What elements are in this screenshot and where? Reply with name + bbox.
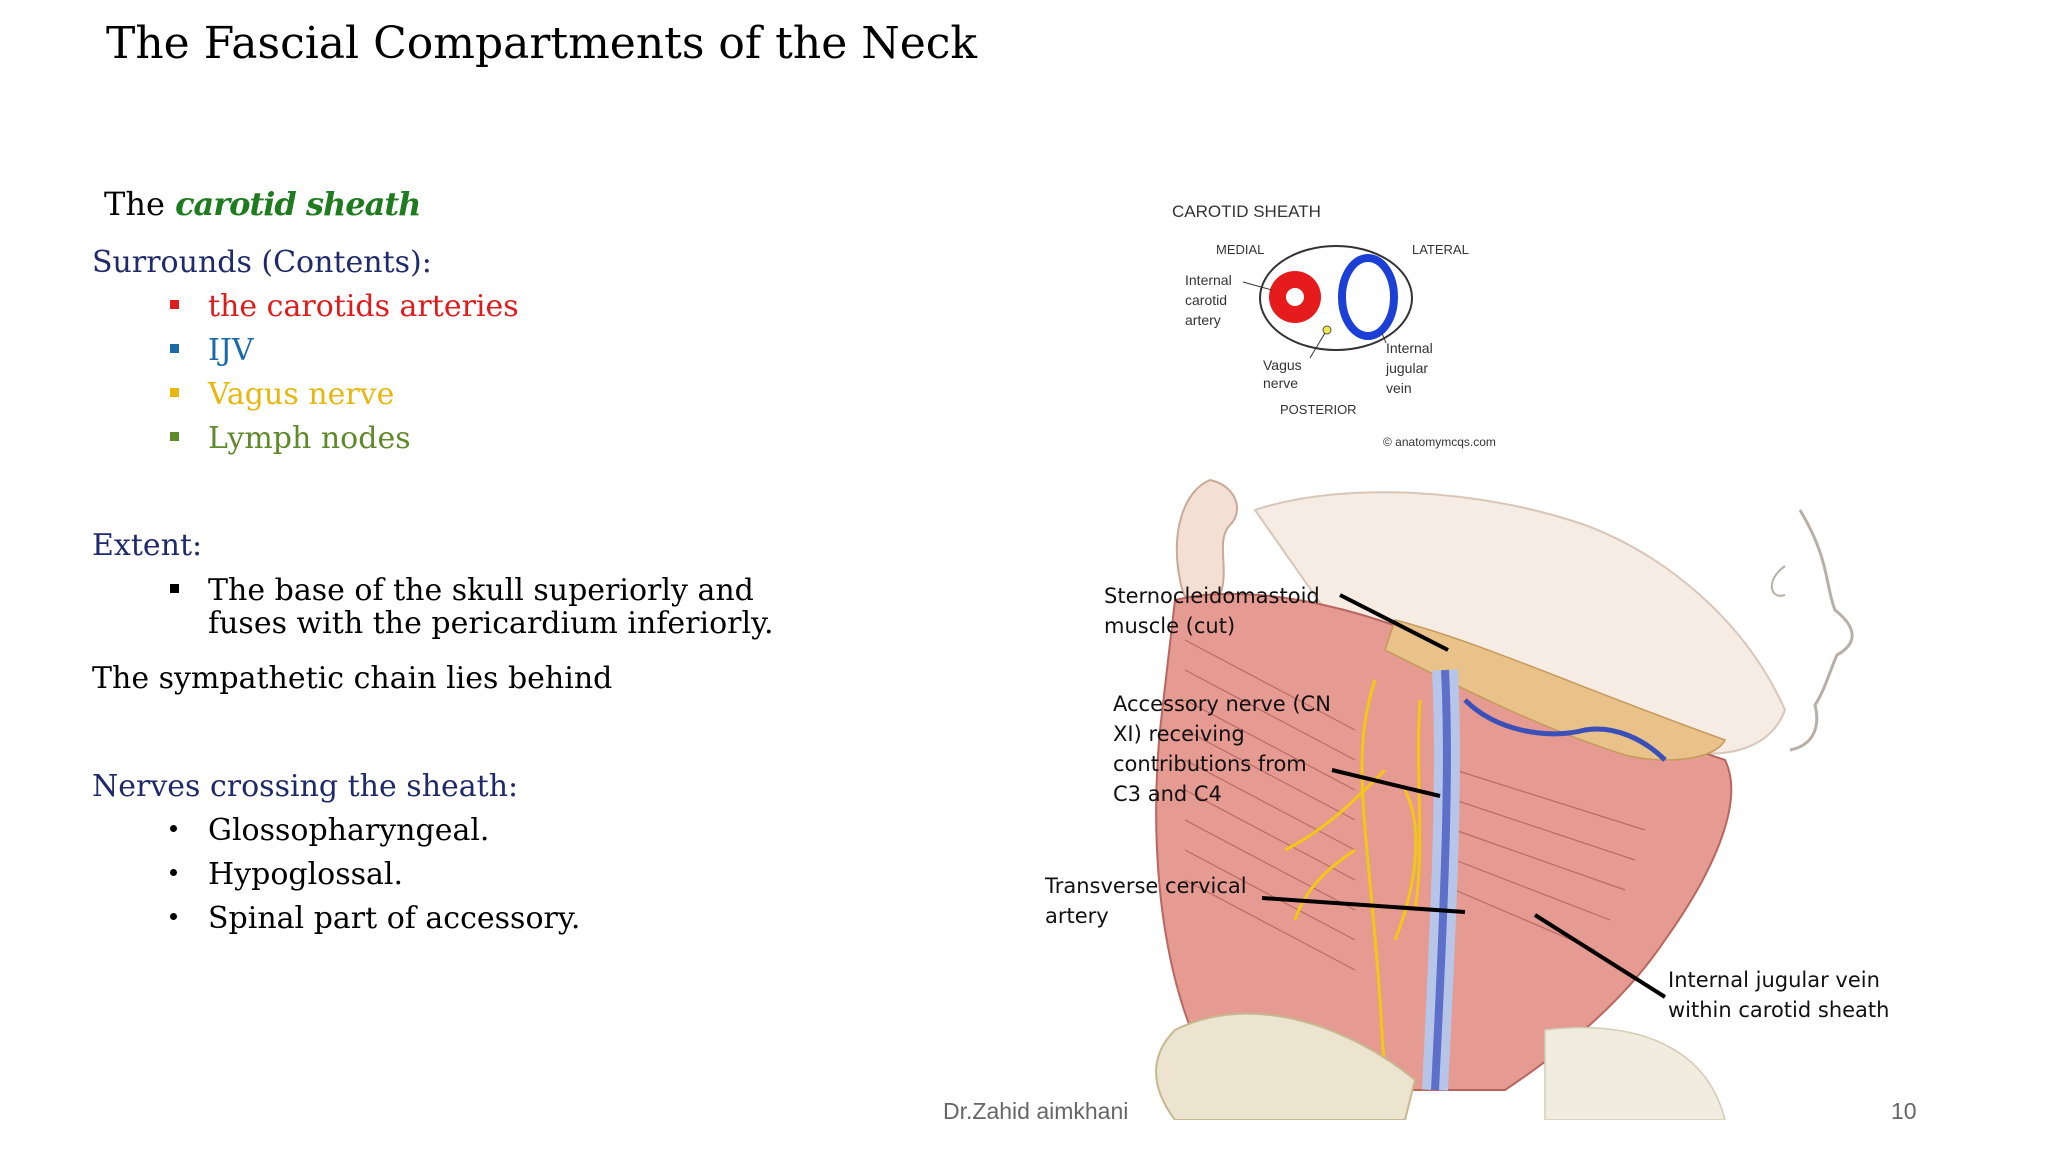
carotid-sheath-diagram: CAROTID SHEATH MEDIAL LATERAL Internal c… (1172, 202, 1496, 449)
green-square-bullet-icon (170, 431, 179, 441)
transverse-label-1: Transverse cervical (1044, 874, 1247, 898)
contents-item-label: IJV (208, 333, 254, 368)
contents-item-carotid: the carotids arteries (170, 289, 519, 324)
nerve-item-glossopharyngeal: Glossopharyngeal. (170, 813, 489, 848)
nerve-item-label: Glossopharyngeal. (208, 813, 490, 848)
contents-item-label: the carotids arteries (208, 289, 519, 324)
transverse-pointer (1261, 896, 1466, 914)
muscle-striations (1184, 639, 1646, 971)
ijv-pointer (1533, 913, 1667, 999)
nerve-item-accessory: Spinal part of accessory. (170, 901, 580, 936)
ijv-shape (1338, 254, 1398, 340)
accessory-label-4: C3 and C4 (1113, 782, 1222, 806)
contents-item-label: Vagus nerve (208, 377, 395, 412)
diagram-title: CAROTID SHEATH (1172, 202, 1321, 221)
ijv-label-3: vein (1386, 380, 1412, 396)
subheading-prefix: The (104, 185, 165, 223)
posterior-label: POSTERIOR (1280, 402, 1357, 417)
contents-item-label: Lymph nodes (208, 421, 411, 456)
yellow-square-bullet-icon (170, 387, 179, 397)
accessory-pointer (1331, 768, 1441, 798)
credit-label: © anatomymcqs.com (1383, 435, 1496, 449)
black-square-bullet-icon (170, 583, 179, 593)
sympathetic-text: The sympathetic chain lies behind (92, 661, 613, 696)
vagus-nerve-shape (1322, 325, 1332, 335)
footer-author: Dr.Zahid aimkhani (943, 1098, 1129, 1124)
medial-label: MEDIAL (1216, 242, 1264, 257)
ica-label-1: Internal (1185, 272, 1232, 288)
vagus-label-1: Vagus (1263, 357, 1302, 373)
extent-heading: Extent: (92, 528, 203, 563)
contents-item-vagus: Vagus nerve (170, 377, 394, 412)
ijv-pointer (1381, 332, 1387, 344)
ijv-label-1: Internal jugular vein (1668, 968, 1880, 992)
contents-item-lymph: Lymph nodes (170, 421, 411, 456)
ijv-label-2: within carotid sheath (1668, 998, 1889, 1022)
blue-square-bullet-icon (170, 343, 179, 353)
ica-label-3: artery (1185, 312, 1221, 328)
subheading-emphasis: carotid sheath (175, 185, 421, 223)
scm-label-1: Sternocleidomastoid (1104, 584, 1320, 608)
round-bullet-icon (170, 824, 177, 832)
accessory-label-2: XI) receiving (1113, 722, 1245, 746)
neck-dissection-figure: Sternocleidomastoid muscle (cut) Accesso… (1044, 478, 1889, 1120)
nostril-outline (1770, 565, 1786, 597)
submandibular-gland-shape (1384, 619, 1727, 761)
transverse-label-2: artery (1045, 904, 1109, 928)
accessory-label-3: contributions from (1113, 752, 1307, 776)
nerve-item-label: Spinal part of accessory. (208, 901, 581, 936)
carotid-lumen-shape (1286, 288, 1304, 306)
ica-pointer (1242, 281, 1273, 291)
slide-title: The Fascial Compartments of the Neck (106, 18, 978, 69)
shoulder-shape (1544, 1026, 1726, 1120)
scm-pointer (1339, 593, 1449, 652)
contents-item-ijv: IJV (170, 333, 254, 368)
nerve-item-hypoglossal: Hypoglossal. (170, 857, 403, 892)
clavicle-shape (1155, 1012, 1417, 1120)
round-bullet-icon (170, 868, 177, 876)
page-number: 10 (1891, 1098, 1917, 1124)
ica-label-2: carotid (1185, 292, 1227, 308)
face-profile-outline (1789, 509, 1854, 752)
extent-line-2: fuses with the pericardium inferiorly. (208, 606, 774, 641)
scm-label-2: muscle (cut) (1104, 614, 1235, 638)
nerve-item-label: Hypoglossal. (208, 857, 404, 892)
extent-line-1: The base of the skull superiorly and (208, 573, 754, 608)
vagus-pointer (1309, 332, 1326, 359)
ijv-label-2: jugular (1385, 360, 1428, 376)
accessory-label-1: Accessory nerve (CN (1113, 692, 1331, 716)
lateral-label: LATERAL (1412, 242, 1469, 257)
vagus-label-2: nerve (1263, 375, 1298, 391)
red-square-bullet-icon (170, 299, 179, 309)
accessory-nerve-branches (1284, 679, 1422, 1091)
facial-vein-vessel (1463, 698, 1667, 762)
sheath-outline (1259, 245, 1413, 351)
round-bullet-icon (170, 912, 177, 920)
sheath-subheading: The carotid sheath (104, 185, 421, 223)
extent-item: The base of the skull superiorly and (170, 573, 754, 608)
ijv-label-1: Internal (1386, 340, 1433, 356)
nerves-heading: Nerves crossing the sheath: (92, 769, 519, 804)
surrounds-heading: Surrounds (Contents): (92, 245, 432, 280)
jugular-vein-vessel (1431, 669, 1451, 1091)
